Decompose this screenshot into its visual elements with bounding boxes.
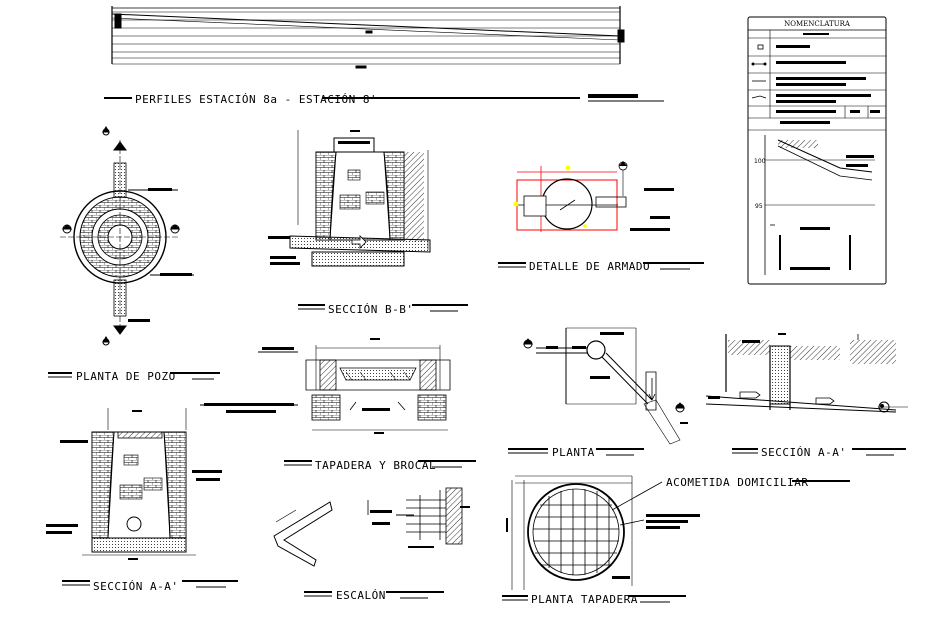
planta-title: PLANTA (552, 446, 595, 459)
planta-tapadera-drawing (506, 475, 700, 590)
planta-title-group: PLANTA (508, 446, 644, 459)
escalon-drawing (273, 487, 470, 567)
acometida-title: ACOMETIDA DOMICILIAR (666, 476, 808, 489)
profile-drawing (111, 6, 625, 69)
nomenclature-axis-95: 95 (755, 203, 763, 210)
plan-pozo-title-group: PLANTA DE POZO (48, 370, 220, 383)
section-aa-right-title: SECCIÓN A-A' (761, 446, 846, 459)
escalon-title: ESCALÓN (336, 589, 386, 602)
section-aa-left-title-group: SECCIÓN A-A' (62, 580, 238, 593)
tapadera-brocal-title-group: TAPADERA Y BROCAL (284, 459, 476, 472)
nomenclature-axis-100: 100 (754, 158, 766, 165)
section-aa-left-drawing (46, 408, 222, 560)
profiles-title: PERFILES ESTACIÓN 8a - ESTACIÓN 8' (135, 93, 377, 106)
profiles-title-group: PERFILES ESTACIÓN 8a - ESTACIÓN 8' (104, 93, 664, 106)
tapadera-brocal-drawing (200, 338, 451, 434)
detail-armado-title: DETALLE DE ARMADO (529, 260, 650, 273)
section-aa-right-title-group: SECCIÓN A-A' (732, 446, 906, 459)
nomenclature-table (747, 16, 887, 285)
manhole-plan-drawing (60, 126, 194, 346)
tapadera-brocal-title: TAPADERA Y BROCAL (315, 459, 436, 472)
planta-tapadera-title: PLANTA TAPADERA (531, 593, 638, 606)
planta-tapadera-title-group: PLANTA TAPADERA (502, 593, 686, 606)
planta-drawing (522, 327, 688, 445)
escalon-title-group: ESCALÓN (304, 589, 444, 602)
nomenclature-title: NOMENCLATURA (784, 20, 851, 28)
plan-pozo-title: PLANTA DE POZO (76, 370, 176, 383)
detail-armado-drawing (513, 161, 674, 232)
section-bb-title: SECCIÓN B-B' (328, 303, 413, 316)
section-aa-left-title: SECCIÓN A-A' (93, 580, 178, 593)
section-aa-right-drawing (705, 333, 908, 413)
detail-armado-title-group: DETALLE DE ARMADO (498, 260, 704, 273)
acometida-title-group: ACOMETIDA DOMICILIAR (666, 476, 850, 489)
section-bb-drawing (268, 130, 431, 267)
section-bb-title-group: SECCIÓN B-B' (298, 303, 468, 316)
